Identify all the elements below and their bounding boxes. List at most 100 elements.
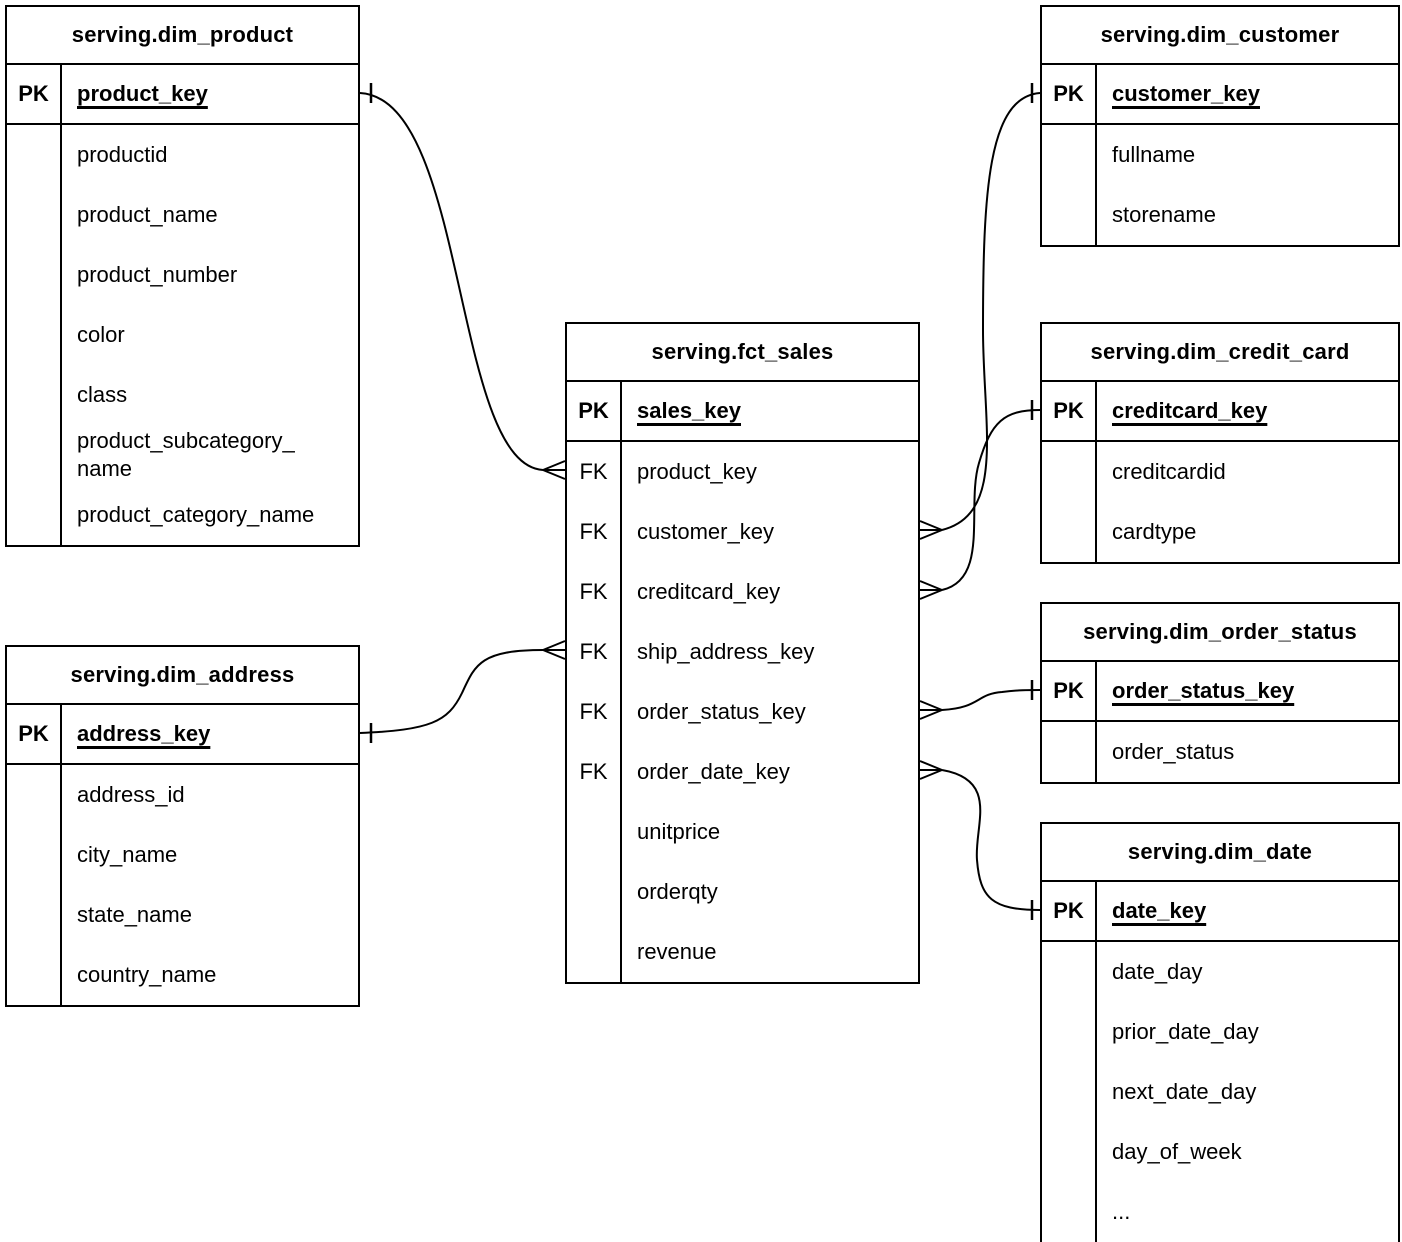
field-name: date_​day bbox=[1112, 959, 1203, 984]
field-row: fullname bbox=[1042, 125, 1398, 185]
table-title: serving.dim_customer bbox=[1042, 7, 1398, 65]
field-row: creditcardid bbox=[1042, 442, 1398, 502]
pk-field-name: customer_​key bbox=[1112, 81, 1260, 106]
field-name: revenue bbox=[637, 939, 717, 964]
empty-tag bbox=[7, 825, 62, 885]
field-row: state_​name bbox=[7, 885, 358, 945]
table-fields: fullname storename bbox=[1042, 125, 1398, 245]
many-cardinality-crowfoot-icon bbox=[542, 460, 566, 480]
fk-tag: FK bbox=[567, 502, 622, 562]
field-name: day_​of_​week bbox=[1112, 1139, 1242, 1164]
pk-tag: PK bbox=[1042, 65, 1097, 123]
field-row: FK creditcard_​key bbox=[567, 562, 918, 622]
relationship-line bbox=[941, 769, 1041, 911]
relationship-line bbox=[941, 409, 1041, 591]
pk-tag: PK bbox=[7, 705, 62, 763]
field-name: productid bbox=[77, 142, 168, 167]
field-name: product_​name bbox=[77, 202, 218, 227]
empty-tag bbox=[7, 945, 62, 1005]
field-row: storename bbox=[1042, 185, 1398, 245]
relationship-line bbox=[941, 92, 1041, 531]
field-row: FK product_​key bbox=[567, 442, 918, 502]
field-name: next_​date_​day bbox=[1112, 1079, 1257, 1104]
many-cardinality-crowfoot-icon bbox=[919, 760, 943, 780]
many-cardinality-crowfoot-icon bbox=[542, 640, 566, 660]
empty-tag bbox=[1042, 1062, 1097, 1122]
empty-tag bbox=[7, 765, 62, 825]
field-name: order_​status bbox=[1112, 739, 1235, 764]
relationship-creditcard bbox=[919, 400, 1041, 600]
empty-tag bbox=[1042, 1182, 1097, 1242]
field-row: FK ship_​address_​key bbox=[567, 622, 918, 682]
table-fields: creditcardid cardtype bbox=[1042, 442, 1398, 562]
field-name: cardtype bbox=[1112, 519, 1197, 544]
field-row: date_​day bbox=[1042, 942, 1398, 1002]
field-row: product_​category_​name bbox=[7, 485, 358, 545]
primary-key-row: PK address_​key bbox=[7, 705, 358, 765]
empty-tag bbox=[1042, 722, 1097, 782]
fk-tag: FK bbox=[567, 682, 622, 742]
field-name: address_​id bbox=[77, 782, 185, 807]
table-fields: order_​status bbox=[1042, 722, 1398, 782]
field-row: FK order_​status_​key bbox=[567, 682, 918, 742]
field-row: color bbox=[7, 305, 358, 365]
empty-tag bbox=[7, 305, 62, 365]
field-row: day_​of_​week bbox=[1042, 1122, 1398, 1182]
field-name: product_​number bbox=[77, 262, 238, 287]
field-name: unitprice bbox=[637, 819, 721, 844]
field-row: order_​status bbox=[1042, 722, 1398, 782]
empty-tag bbox=[7, 425, 62, 485]
field-name: creditcard_​key bbox=[637, 579, 781, 604]
field-row: orderqty bbox=[567, 862, 918, 922]
many-cardinality-crowfoot-icon bbox=[919, 580, 943, 600]
field-row: address_​id bbox=[7, 765, 358, 825]
field-row: unitprice bbox=[567, 802, 918, 862]
fk-tag: FK bbox=[567, 622, 622, 682]
field-name: product_​key bbox=[637, 459, 757, 484]
primary-key-row: PK customer_​key bbox=[1042, 65, 1398, 125]
field-row: country_​name bbox=[7, 945, 358, 1005]
relationship-order_status bbox=[919, 680, 1041, 720]
field-name: class bbox=[77, 382, 128, 407]
empty-tag bbox=[7, 885, 62, 945]
pk-field-name: date_​key bbox=[1112, 898, 1207, 923]
field-name: country_​name bbox=[77, 962, 217, 987]
field-name: ship_​address_​key bbox=[637, 639, 815, 664]
field-name: storename bbox=[1112, 202, 1216, 227]
fk-tag: FK bbox=[567, 742, 622, 802]
pk-field-name: product_​key bbox=[77, 81, 208, 106]
empty-tag bbox=[567, 802, 622, 862]
field-row: ... bbox=[1042, 1182, 1398, 1242]
field-name: order_​status_​key bbox=[637, 699, 806, 724]
field-name: customer_​key bbox=[637, 519, 774, 544]
empty-tag bbox=[7, 365, 62, 425]
empty-tag bbox=[1042, 125, 1097, 185]
empty-tag bbox=[7, 245, 62, 305]
empty-tag bbox=[1042, 442, 1097, 502]
table-title: serving.dim_address bbox=[7, 647, 358, 705]
table-title: serving.dim_date bbox=[1042, 824, 1398, 882]
pk-tag: PK bbox=[1042, 662, 1097, 720]
fk-tag: FK bbox=[567, 442, 622, 502]
pk-field-name: address_​key bbox=[77, 721, 211, 746]
field-row: prior_​date_​day bbox=[1042, 1002, 1398, 1062]
empty-tag bbox=[1042, 185, 1097, 245]
field-row: productid bbox=[7, 125, 358, 185]
relationship-line bbox=[359, 92, 544, 471]
pk-field-name: creditcard_​key bbox=[1112, 398, 1268, 423]
field-name: prior_​date_​day bbox=[1112, 1019, 1259, 1044]
relationship-product bbox=[359, 83, 566, 480]
field-row: revenue bbox=[567, 922, 918, 982]
fk-tag: FK bbox=[567, 562, 622, 622]
table-title: serving.dim_product bbox=[7, 7, 358, 65]
